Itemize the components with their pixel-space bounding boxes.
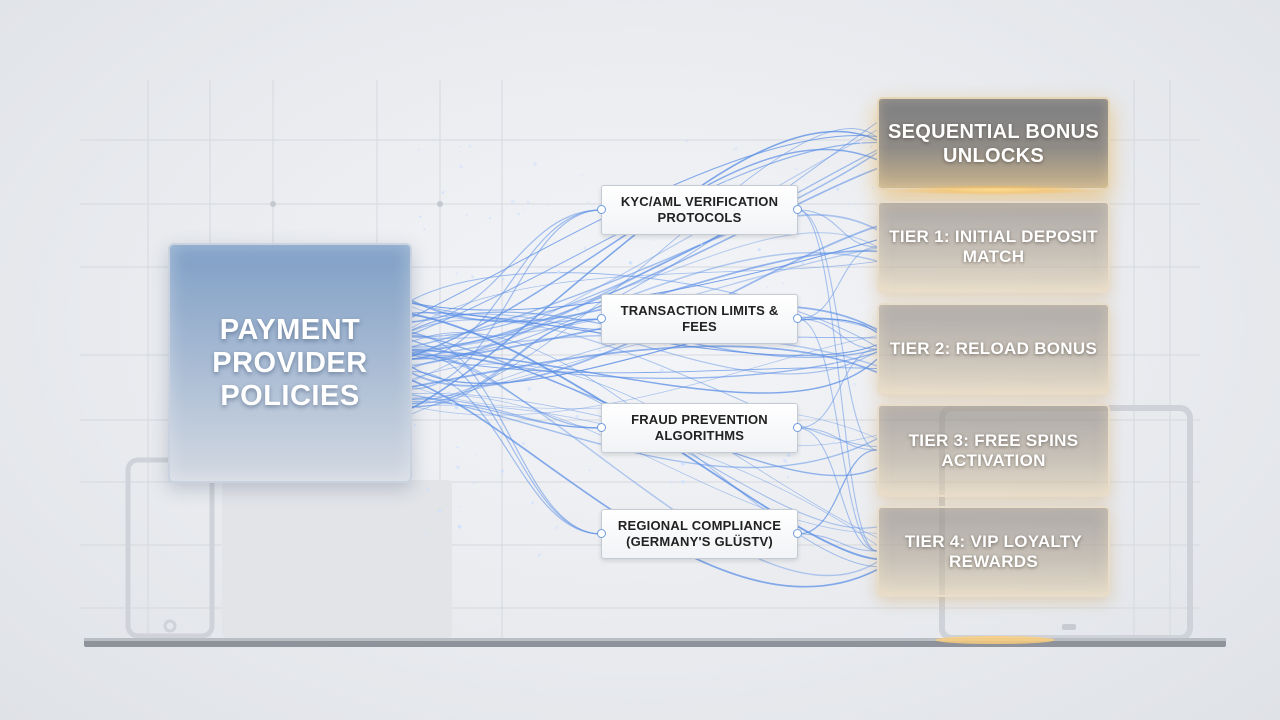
tier-4-box: TIER 4: VIP LOYALTY REWARDS	[877, 506, 1110, 597]
connector-dot	[793, 423, 802, 432]
policy-label: REGIONAL COMPLIANCE (GERMANY'S GLÜSTV)	[617, 518, 782, 549]
connector-dot	[597, 423, 606, 432]
policy-label: FRAUD PREVENTION ALGORITHMS	[631, 412, 768, 443]
source-label: PAYMENT PROVIDER POLICIES	[212, 313, 368, 412]
tier-label: TIER 1: INITIAL DEPOSIT MATCH	[889, 227, 1098, 266]
connector-dot	[793, 529, 802, 538]
tier-label: TIER 3: FREE SPINS ACTIVATION	[908, 430, 1079, 470]
connector-dot	[597, 205, 606, 214]
policy-transaction-limits: TRANSACTION LIMITS & FEES	[597, 294, 802, 344]
policy-label: TRANSACTION LIMITS & FEES	[620, 303, 779, 334]
header-label: SEQUENTIAL BONUS UNLOCKS	[887, 120, 1100, 167]
connector-dot	[793, 314, 802, 323]
tier-2-box: TIER 2: RELOAD BONUS	[877, 303, 1110, 395]
tier-3-box: TIER 3: FREE SPINS ACTIVATION	[877, 404, 1110, 497]
connector-dot	[597, 314, 606, 323]
policy-fraud-prevention: FRAUD PREVENTION ALGORITHMS	[597, 403, 802, 453]
connector-dot	[597, 529, 606, 538]
tier-1-box: TIER 1: INITIAL DEPOSIT MATCH	[877, 201, 1110, 293]
policy-regional-compliance: REGIONAL COMPLIANCE (GERMANY'S GLÜSTV)	[597, 509, 802, 559]
tier-label: TIER 4: VIP LOYALTY REWARDS	[904, 531, 1083, 571]
policy-kyc-aml: KYC/AML VERIFICATION PROTOCOLS	[597, 185, 802, 235]
glow-accent	[900, 185, 1090, 195]
sequential-bonus-unlocks-header: SEQUENTIAL BONUS UNLOCKS	[877, 97, 1110, 190]
payment-provider-policies-box: PAYMENT PROVIDER POLICIES	[168, 243, 412, 483]
connector-dot	[793, 205, 802, 214]
tier-label: TIER 2: RELOAD BONUS	[889, 339, 1098, 358]
policy-label: KYC/AML VERIFICATION PROTOCOLS	[620, 194, 779, 225]
